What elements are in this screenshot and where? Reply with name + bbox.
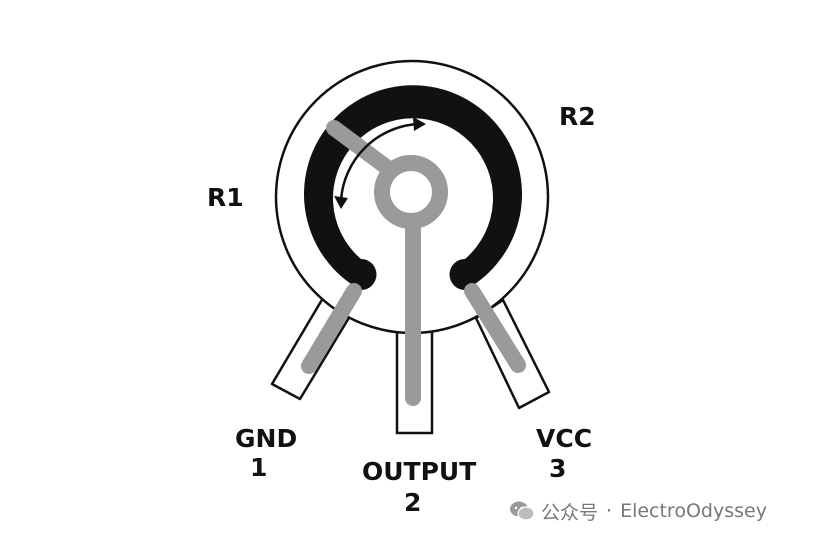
watermark-separator: · xyxy=(606,500,613,522)
arrowhead-cw xyxy=(413,117,426,131)
rotation-arrow xyxy=(339,122,419,201)
label-vcc: VCC xyxy=(536,424,592,453)
label-gnd-pin: 1 xyxy=(250,453,267,482)
arrowhead-ccw xyxy=(334,196,348,209)
label-gnd: GND xyxy=(235,424,297,453)
label-vcc-pin: 3 xyxy=(549,454,566,483)
vcc-conductor xyxy=(464,283,526,373)
gnd-conductor xyxy=(301,283,362,374)
label-output: OUTPUT xyxy=(362,457,476,486)
label-r2: R2 xyxy=(559,102,596,131)
wiper-hub xyxy=(374,155,448,229)
label-r1: R1 xyxy=(207,183,244,212)
watermark-author: ElectroOdyssey xyxy=(620,500,767,522)
label-output-pin: 2 xyxy=(404,488,421,517)
watermark: 公众号 · ElectroOdyssey xyxy=(509,497,767,525)
wechat-icon xyxy=(510,501,535,521)
watermark-channel: 公众号 xyxy=(541,501,599,524)
